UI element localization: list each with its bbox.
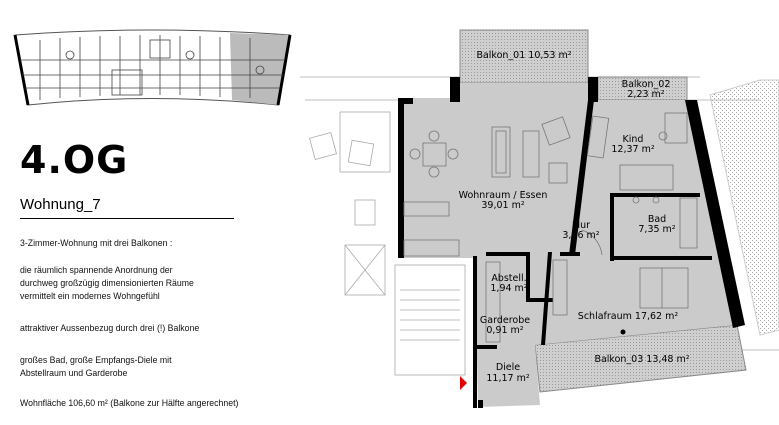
description-line: durchweg großzügig dimensionierten Räume bbox=[20, 278, 194, 289]
diele-label: Diele bbox=[496, 362, 520, 373]
garderobe-label: Garderobe bbox=[480, 315, 530, 326]
wohnraum-label: Wohnraum / Essen bbox=[459, 190, 548, 201]
flur-label: Flur bbox=[572, 220, 590, 231]
bad-label: Bad bbox=[648, 214, 666, 225]
diele-area: 11,17 m² bbox=[486, 373, 529, 384]
kind-area: 12,37 m² bbox=[611, 144, 654, 155]
entrance-arrow-icon bbox=[460, 376, 467, 390]
balkon-02-area: 2,23 m² bbox=[627, 89, 664, 100]
living-area-summary: Wohnfläche 106,60 m² (Balkone zur Hälfte… bbox=[20, 398, 239, 409]
description-line: 3-Zimmer-Wohnung mit drei Balkonen : bbox=[20, 238, 173, 249]
schlafraum-label: Schlafraum 17,62 m² bbox=[578, 311, 679, 322]
description-line: Abstellraum und Garderobe bbox=[20, 368, 128, 379]
bad-area: 7,35 m² bbox=[638, 224, 675, 235]
wohnraum-area: 39,01 m² bbox=[481, 200, 524, 211]
description-line: vermittelt ein modernes Wohngefühl bbox=[20, 291, 160, 302]
garderobe-area: 0,91 m² bbox=[486, 325, 523, 336]
description-line: die räumlich spannende Anordnung der bbox=[20, 265, 173, 276]
description-line: attraktiver Aussenbezug durch drei (!) B… bbox=[20, 323, 200, 334]
flur-area: 3,36 m² bbox=[562, 230, 599, 241]
description-line: großes Bad, große Empfangs-Diele mit bbox=[20, 355, 172, 366]
ceiling-light-icon bbox=[620, 329, 626, 335]
floor-title: 4.OG bbox=[20, 138, 129, 182]
abstell-area: 1,94 m² bbox=[490, 283, 527, 294]
furniture bbox=[403, 112, 698, 343]
kind-label: Kind bbox=[623, 134, 644, 145]
balkon-03 bbox=[534, 324, 747, 393]
balkon-02-label: Balkon_02 bbox=[622, 79, 671, 90]
neighbour-building bbox=[709, 79, 779, 336]
apartment-floor bbox=[400, 83, 735, 407]
key-plan-thumbnail bbox=[13, 29, 292, 106]
abstell-label: Abstell. bbox=[491, 273, 526, 284]
balkon-03-label: Balkon_03 13,48 m² bbox=[594, 354, 689, 365]
unit-name: Wohnung_7 bbox=[20, 196, 101, 213]
title-divider bbox=[20, 218, 234, 219]
balkon-01-label: Balkon_01 10,53 m² bbox=[476, 50, 571, 61]
walls bbox=[398, 77, 745, 408]
